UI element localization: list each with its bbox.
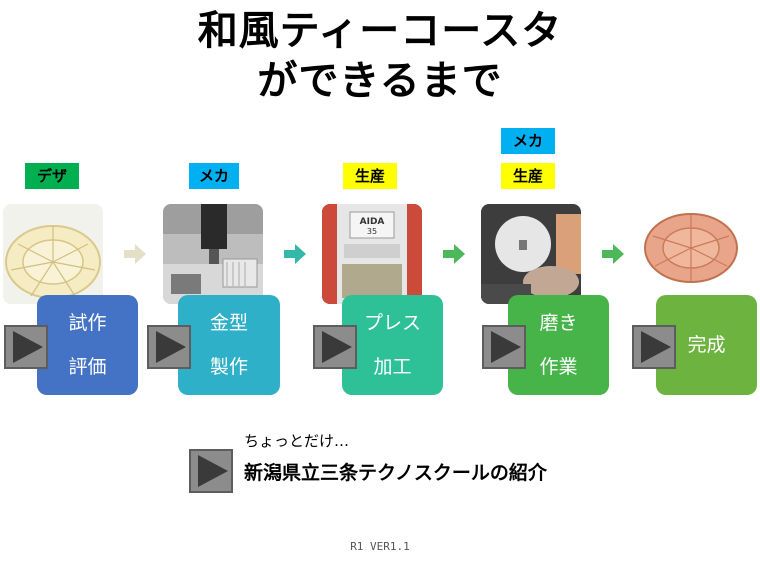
press-machine-photo: AIDA 35 (322, 204, 422, 304)
version-label: R1 VER1.1 (350, 540, 410, 553)
arrow-icon-2 (284, 244, 306, 264)
arrow-icon-4 (602, 244, 624, 264)
arrow-icon-1 (124, 244, 146, 264)
play-button-step-2[interactable] (147, 325, 191, 369)
play-button-step-5[interactable] (632, 325, 676, 369)
tag-production-step4: 生産 (501, 163, 555, 189)
play-button-step-3[interactable] (313, 325, 357, 369)
tag-design: デザ (25, 163, 79, 189)
milling-machine-photo (163, 204, 263, 304)
intro-note: ちょっとだけ… (244, 432, 350, 450)
intro-link-label[interactable]: 新潟県立三条テクノスクールの紹介 (244, 462, 547, 484)
title-line-2: ができるまで (257, 58, 503, 104)
step-2-line-1: 金型 (209, 312, 248, 334)
tag-production-step3: 生産 (343, 163, 397, 189)
step-5-line-1: 完成 (687, 334, 726, 356)
copper-coaster-photo (641, 204, 741, 304)
step-2-line-2: 製作 (209, 356, 248, 378)
step-prototype-evaluation[interactable]: 試作 評価 (37, 295, 138, 395)
press-number-label: 35 (367, 227, 377, 236)
polishing-photo (481, 204, 581, 304)
step-mold-making[interactable]: 金型 製作 (178, 295, 280, 395)
step-press-processing[interactable]: プレス 加工 (342, 295, 443, 395)
play-button-step-4[interactable] (482, 325, 526, 369)
step-4-line-1: 磨き (539, 312, 578, 334)
step-3-line-1: プレス (363, 312, 421, 334)
step-3-line-2: 加工 (373, 356, 412, 378)
play-button-intro[interactable] (189, 449, 233, 493)
tag-mecha-step4: メカ (501, 128, 555, 154)
title-line-1: 和風ティーコースタ (197, 8, 563, 54)
tag-mecha-step2: メカ (189, 163, 239, 189)
arrow-icon-3 (443, 244, 465, 264)
press-brand-label: AIDA (360, 217, 385, 227)
play-button-step-1[interactable] (4, 325, 48, 369)
step-1-line-2: 評価 (68, 356, 107, 378)
step-1-line-1: 試作 (68, 312, 107, 334)
clear-glass-plate-photo (3, 204, 103, 304)
step-4-line-2: 作業 (539, 356, 578, 378)
